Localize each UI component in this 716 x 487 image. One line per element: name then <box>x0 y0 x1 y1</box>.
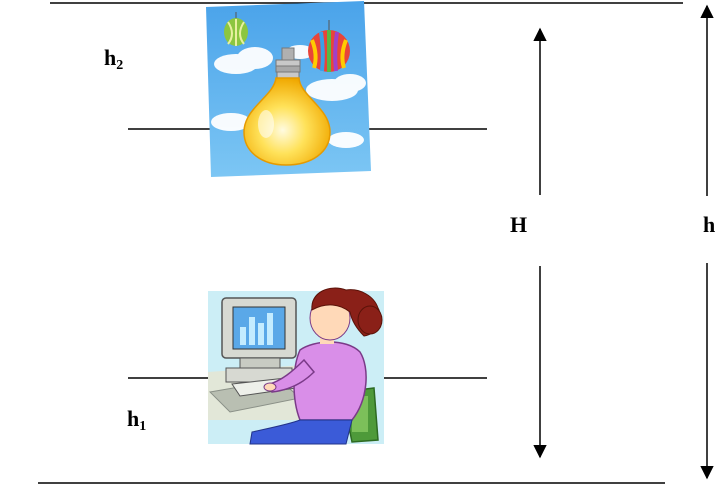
label-H: H <box>510 212 528 237</box>
label-h2-base: h <box>104 45 117 70</box>
label-h: h <box>703 212 716 237</box>
label-h1-base: h <box>127 406 140 431</box>
lightbulb-with-balloons-icon <box>206 1 371 177</box>
label-h1-subscript: 1 <box>139 419 147 434</box>
label-h2-subscript: 2 <box>116 58 124 73</box>
label-h2: h2 <box>104 47 123 73</box>
person-at-computer-icon <box>208 287 384 445</box>
label-h1: h1 <box>127 408 146 434</box>
